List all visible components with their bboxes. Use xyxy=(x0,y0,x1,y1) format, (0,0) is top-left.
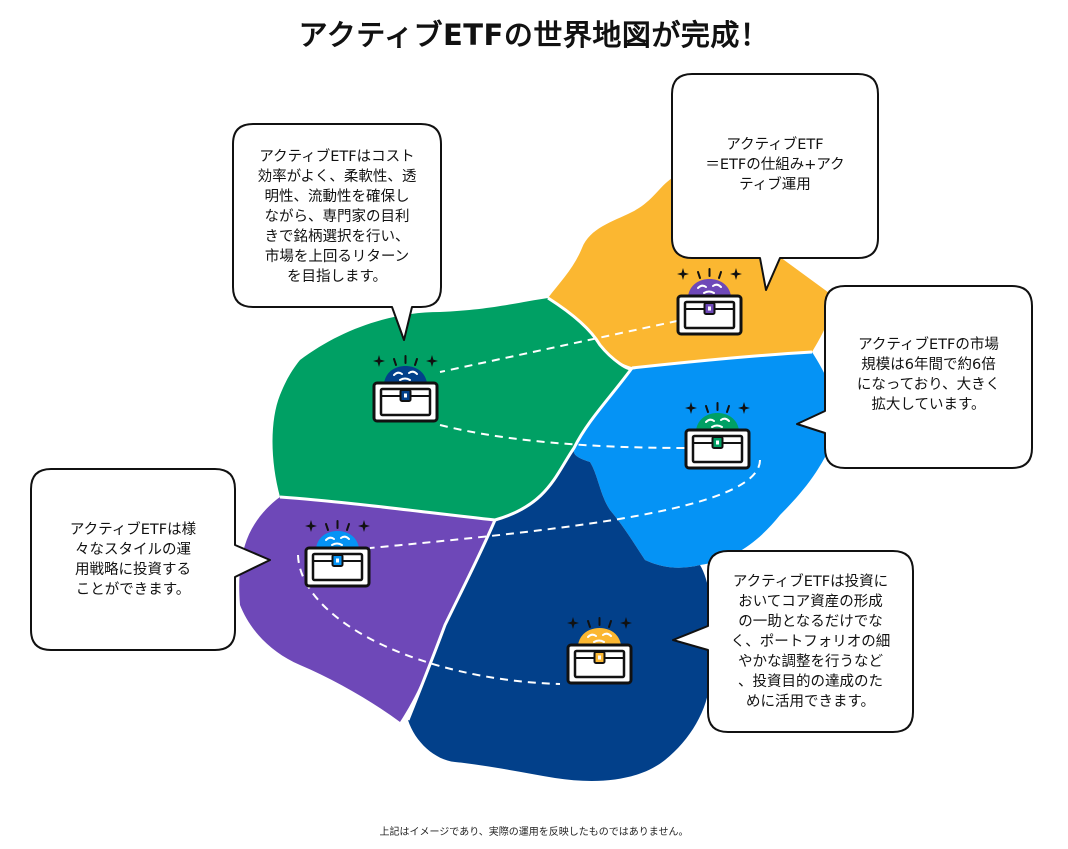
bubble-core-assets xyxy=(672,550,914,733)
dashed-route xyxy=(297,314,761,685)
bubble-cost-efficiency-text: アクティブETFはコスト 効率がよく、柔軟性、透 明性、流動性を確保し ながら、… xyxy=(257,149,417,285)
bubble-market-size xyxy=(796,285,1033,469)
treasure-chest-icon-navy xyxy=(566,617,633,685)
page-title: アクティブETFの世界地図が完成！ xyxy=(298,18,770,52)
bubble-styles-text: アクティブETFは様 々なスタイルの運 用戦略に投資する ことができます。 xyxy=(69,522,197,598)
region-borders xyxy=(279,296,813,721)
bubble-market-size-text: アクティブETFの市場 規模は6年間で約6倍 になっており、大きく 拡大していま… xyxy=(856,337,1001,413)
bubble-styles xyxy=(30,468,271,651)
bubble-definition-text: アクティブETF ＝ETFの仕組み+アク ティブ運用 xyxy=(705,137,845,193)
navy-region xyxy=(408,448,712,781)
green-region xyxy=(272,298,632,520)
treasure-chest-icon-green xyxy=(372,355,439,423)
yellow-region xyxy=(548,178,836,369)
purple-region xyxy=(239,497,495,722)
bubble-cost-efficiency xyxy=(232,123,442,341)
treasure-chest-icon-yellow xyxy=(676,268,743,336)
bubble-definition xyxy=(671,73,879,291)
treasure-chest-icon-purple xyxy=(304,520,371,588)
bubble-core-assets-text: アクティブETFは投資に おいてコア資産の形成 の一助となるだけでな く、ポート… xyxy=(730,574,891,710)
disclaimer-footnote: 上記はイメージであり、実際の運用を反映したものではありません。 xyxy=(379,827,689,838)
treasure-chest-icon-sky xyxy=(684,402,751,470)
